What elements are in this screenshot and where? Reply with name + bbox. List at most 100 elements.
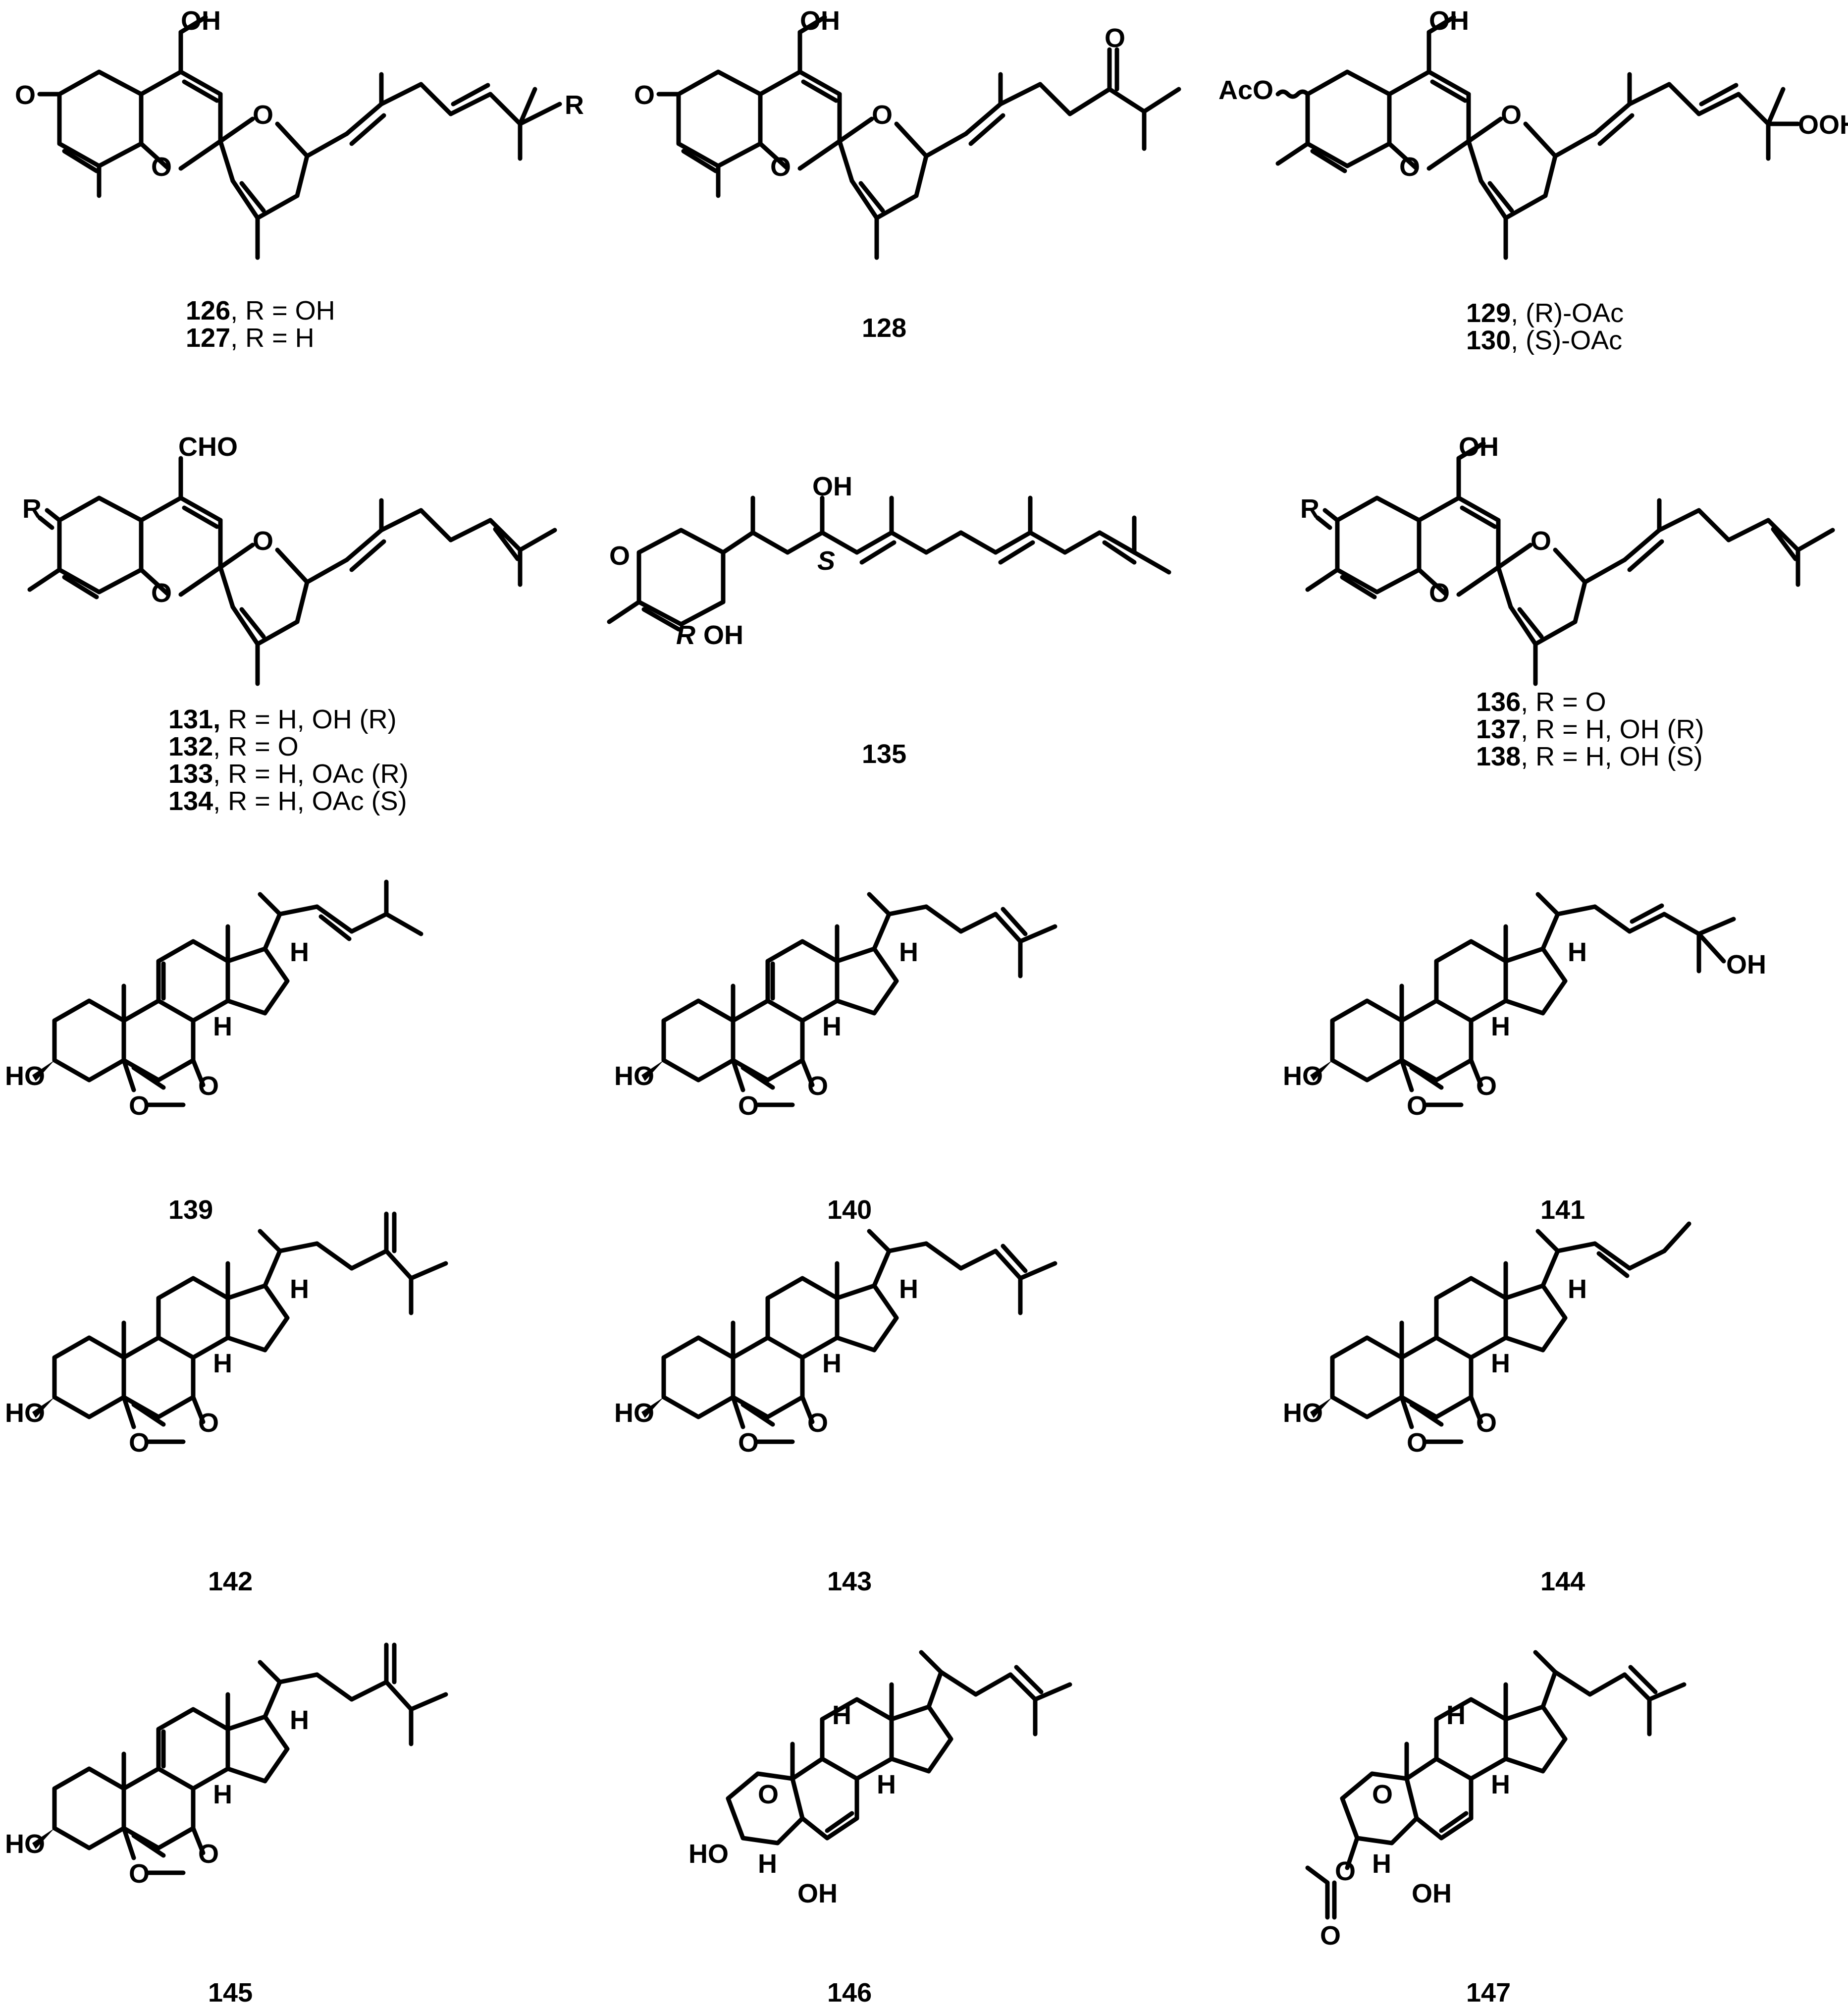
hydroxyl-label: OH <box>797 1879 838 1908</box>
svg-text:130, (S)-OAc: 130, (S)-OAc <box>1466 326 1622 355</box>
compound-caption: , R = OH <box>230 296 335 326</box>
svg-text:132, R = O: 132, R = O <box>168 732 299 761</box>
h17-label: H <box>290 1274 309 1304</box>
compound-number: 142 <box>208 1567 253 1596</box>
peroxide-oxygen-label: O <box>198 1071 219 1101</box>
compound-number: 138 <box>1476 742 1521 771</box>
peroxide-oxygen-label: O <box>129 1428 150 1458</box>
svg-text:133, R = H, OAc (R): 133, R = H, OAc (R) <box>168 759 409 789</box>
compound-139: HO H H O O 139 <box>5 879 423 1225</box>
ring-oxygen-label: O <box>151 578 172 608</box>
compound-number: 140 <box>827 1195 872 1225</box>
peroxide-oxygen-label: O <box>129 1091 150 1121</box>
svg-text:129, (R)-OAc: 129, (R)-OAc <box>1466 298 1624 328</box>
hydroxyl-label: OH <box>1429 6 1469 36</box>
hydroxyl-label: OH <box>181 6 221 36</box>
peroxide-oxygen-label: O <box>198 1408 219 1438</box>
ketone-oxygen-label: O <box>634 80 655 110</box>
pyran-oxygen-label: O <box>1531 526 1551 556</box>
h14-label: H <box>1491 1012 1510 1041</box>
hydroxyl-label: HO <box>5 1061 45 1091</box>
compound-caption: , R = H <box>230 323 315 353</box>
compound-number: 130 <box>1466 326 1511 355</box>
peroxide-oxygen-label: O <box>1476 1071 1497 1101</box>
compound-141: HO H H O O OH 141 <box>1283 894 1766 1225</box>
compound-142: HO H H O O 142 <box>5 1211 448 1596</box>
ketone-oxygen-label: O <box>758 1780 779 1809</box>
compound-number: 144 <box>1540 1567 1585 1596</box>
pyran-oxygen-label: O <box>872 100 893 130</box>
svg-text:127, R = H: 127, R = H <box>186 323 315 353</box>
h14-label: H <box>213 1349 232 1378</box>
pyran-oxygen-label: O <box>253 100 273 130</box>
h17-label: H <box>290 1705 309 1735</box>
acetate-carbonyl-label: O <box>1320 1921 1341 1951</box>
compound-caption: , R = O <box>1521 687 1606 717</box>
svg-text:138, R = H, OH (S): 138, R = H, OH (S) <box>1476 742 1703 771</box>
compound-number: 139 <box>168 1195 213 1225</box>
h14-label: H <box>213 1012 232 1041</box>
hydroxyl-label: OH <box>1412 1879 1452 1908</box>
side-chain-ketone-label: O <box>1105 23 1125 53</box>
peroxide-oxygen-label: O <box>1476 1408 1497 1438</box>
h14-label: H <box>822 1349 842 1378</box>
h14-label: H <box>1491 1349 1510 1378</box>
compound-caption: R = H, OH (R) <box>220 705 397 734</box>
compound-number: 136 <box>1476 687 1521 717</box>
hydroperoxy-label: OOH <box>1798 110 1848 140</box>
svg-text:131, R = H, OH (R): 131, R = H, OH (R) <box>168 705 397 734</box>
hydroxyl-label: OH <box>800 6 840 36</box>
compound-number: 135 <box>862 739 906 769</box>
peroxide-oxygen-label: O <box>738 1091 759 1121</box>
compound-number: 145 <box>208 1978 253 2008</box>
h17-label: H <box>1568 937 1587 967</box>
compound-number: 131, <box>168 705 220 734</box>
compound-144: HO H H O O 144 <box>1283 1221 1691 1596</box>
ketone-oxygen-label: O <box>609 541 630 571</box>
compound-number: 128 <box>862 313 906 343</box>
h14-label: H <box>1491 1770 1510 1799</box>
ketone-oxygen-label: O <box>1372 1780 1393 1809</box>
hydroxyl-label: HO <box>614 1061 654 1091</box>
pyran-oxygen-label: O <box>1501 100 1522 130</box>
compound-number: 141 <box>1540 1195 1585 1225</box>
svg-text:135: 135 <box>862 739 906 769</box>
r-group-label: R <box>22 494 42 524</box>
peroxide-oxygen-label: O <box>1407 1091 1427 1121</box>
hydroxyl-label: HO <box>688 1839 729 1869</box>
acetate-oxygen-label: O <box>1335 1856 1356 1886</box>
ring-oxygen-label: O <box>151 152 172 182</box>
compound-caption: , (R)-OAc <box>1511 298 1624 328</box>
peroxide-oxygen-label: O <box>129 1859 150 1889</box>
compound-number: 126 <box>186 296 230 326</box>
compound-number: 132 <box>168 732 213 761</box>
h17-label: H <box>1568 1274 1587 1304</box>
hydroxyl-label: HO <box>5 1398 45 1428</box>
hydroxyl-label: HO <box>1283 1061 1323 1091</box>
r-configuration-label: R <box>676 620 695 650</box>
compound-number: 146 <box>827 1978 872 2008</box>
ring-oxygen-label: O <box>1429 578 1450 608</box>
peroxide-oxygen-label: O <box>738 1428 759 1458</box>
hydroxyl-label: HO <box>1283 1398 1323 1428</box>
h9-label: H <box>832 1700 851 1730</box>
peroxide-oxygen-label: O <box>807 1408 828 1438</box>
compound-145: HO H H O O 145 <box>5 1642 448 2008</box>
ketone-oxygen-label: O <box>15 80 36 110</box>
compound-129-130: OH AcO O O OOH 129, (R)-OAc 130, (S)-OAc <box>1218 6 1848 355</box>
compound-number: 137 <box>1476 714 1521 744</box>
peroxide-oxygen-label: O <box>807 1071 828 1101</box>
aldehyde-label: CHO <box>178 432 238 462</box>
compound-number: 143 <box>827 1567 872 1596</box>
hydroxyl-label: OH <box>1459 432 1499 462</box>
side-chain-hydroxyl-label: OH <box>1726 950 1766 979</box>
compound-caption: , R = H, OH (S) <box>1521 742 1703 771</box>
svg-text:137, R = H, OH (R): 137, R = H, OH (R) <box>1476 714 1704 744</box>
compound-146: HO O H H H OH 146 <box>688 1650 1072 2008</box>
h17-label: H <box>899 1274 918 1304</box>
svg-text:136, R = O: 136, R = O <box>1476 687 1606 717</box>
acetoxy-label: AcO <box>1218 75 1273 105</box>
h5-label: H <box>758 1849 777 1879</box>
pyran-oxygen-label: O <box>253 526 273 556</box>
compound-131-134: CHO R O O 131, R = H, OH (R) 132, R = O … <box>22 432 557 816</box>
